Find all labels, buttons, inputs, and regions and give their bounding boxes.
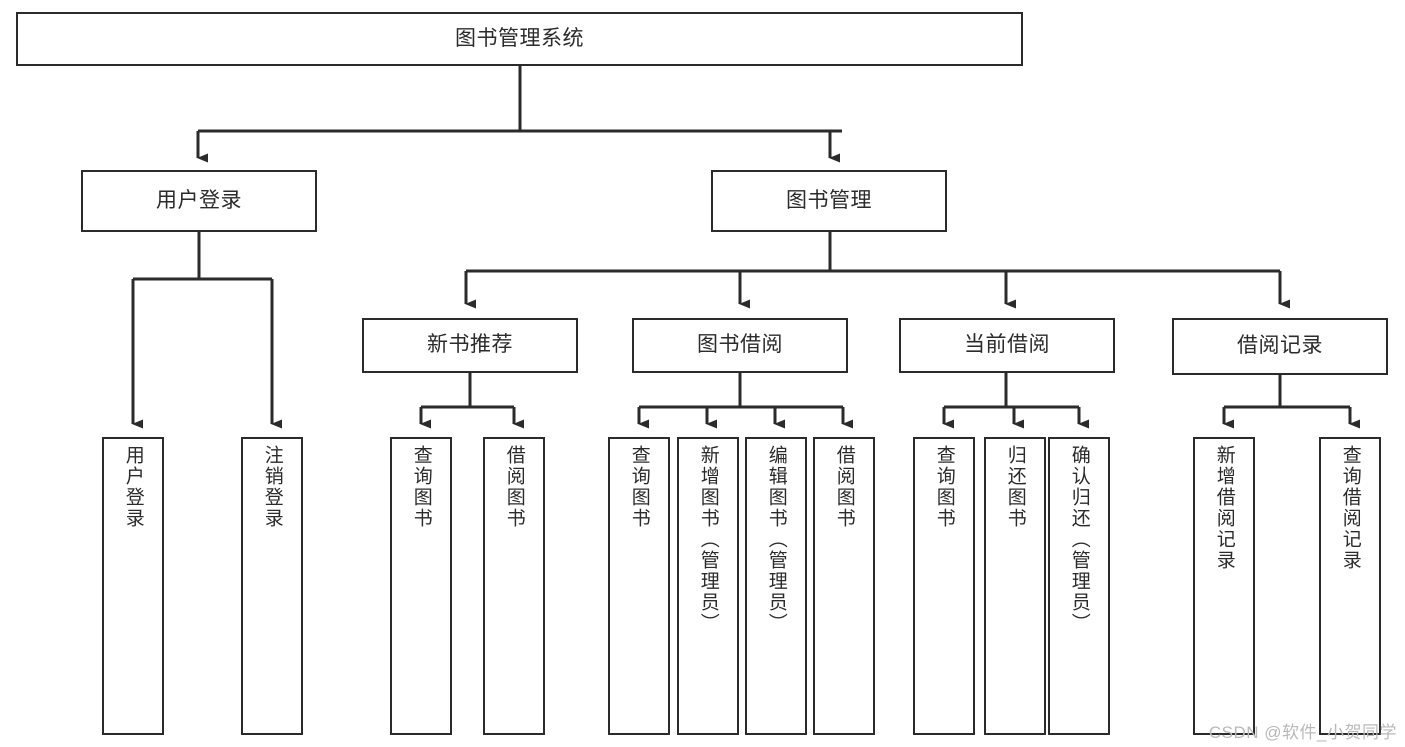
node-label: 借阅图书: [503, 445, 525, 529]
node-label: 查询图书: [933, 445, 955, 529]
node-label: 用户登录: [156, 188, 242, 212]
node-new-book-recommend[interactable]: 新书推荐: [362, 318, 578, 373]
node-leaf-edit-book[interactable]: 编辑图书（管理员）: [745, 437, 807, 735]
node-label: 借阅图书: [833, 445, 855, 529]
node-label: 图书管理系统: [455, 26, 584, 50]
node-label: 查询图书: [628, 445, 650, 529]
node-leaf-logout-login[interactable]: 注销登录: [241, 437, 303, 735]
node-leaf-query-book-1[interactable]: 查询图书: [390, 437, 452, 735]
node-label: 图书借阅: [697, 333, 783, 357]
node-label: 确认归还（管理员）: [1068, 445, 1090, 634]
node-current-borrow[interactable]: 当前借阅: [899, 318, 1115, 373]
node-leaf-query-book-3[interactable]: 查询图书: [913, 437, 975, 735]
node-label: 归还图书: [1004, 445, 1026, 529]
node-label: 图书管理: [786, 188, 872, 212]
node-user-login[interactable]: 用户登录: [81, 170, 317, 232]
node-borrow-record[interactable]: 借阅记录: [1172, 318, 1388, 375]
node-label: 注销登录: [261, 445, 283, 529]
node-label: 用户登录: [122, 445, 144, 529]
node-label: 当前借阅: [964, 333, 1050, 357]
node-book-borrow[interactable]: 图书借阅: [632, 318, 848, 373]
node-leaf-add-record[interactable]: 新增借阅记录: [1193, 437, 1255, 735]
node-label: 借阅记录: [1237, 334, 1323, 358]
node-leaf-borrow-book-1[interactable]: 借阅图书: [483, 437, 545, 735]
node-label: 新增图书（管理员）: [697, 445, 719, 634]
node-leaf-query-record[interactable]: 查询借阅记录: [1319, 437, 1381, 735]
node-root-book-management-system[interactable]: 图书管理系统: [16, 12, 1023, 66]
node-label: 编辑图书（管理员）: [765, 445, 787, 634]
node-leaf-user-login[interactable]: 用户登录: [102, 437, 164, 735]
node-label: 查询图书: [410, 445, 432, 529]
node-leaf-query-book-2[interactable]: 查询图书: [608, 437, 670, 735]
node-leaf-confirm-return[interactable]: 确认归还（管理员）: [1048, 437, 1110, 735]
node-leaf-return-book[interactable]: 归还图书: [984, 437, 1046, 735]
node-label: 查询借阅记录: [1339, 445, 1361, 571]
node-label: 新书推荐: [427, 333, 513, 357]
node-book-management[interactable]: 图书管理: [711, 170, 947, 232]
node-leaf-add-book[interactable]: 新增图书（管理员）: [677, 437, 739, 735]
node-label: 新增借阅记录: [1213, 445, 1235, 571]
node-leaf-borrow-book-2[interactable]: 借阅图书: [813, 437, 875, 735]
